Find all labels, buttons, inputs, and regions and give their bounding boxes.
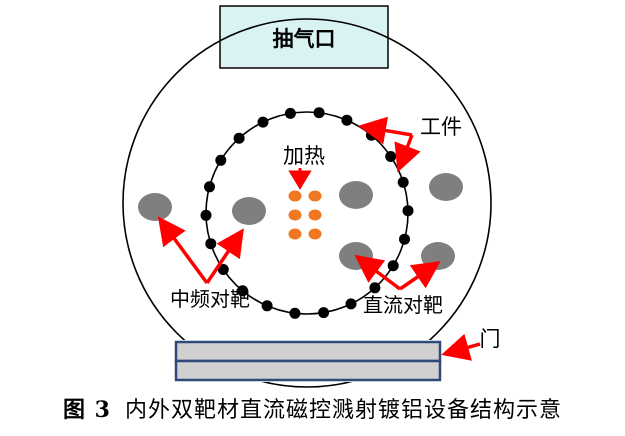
workpiece-dot bbox=[341, 114, 353, 126]
dc-target-outer-lower bbox=[421, 242, 455, 270]
workpiece-dot bbox=[397, 176, 409, 188]
heater-array bbox=[288, 190, 322, 240]
exhaust-port-label: 抽气口 bbox=[273, 27, 336, 51]
workpiece-dot bbox=[233, 132, 245, 144]
dc-arrow-inner bbox=[354, 254, 402, 291]
workpiece-dot bbox=[257, 116, 269, 128]
mf-target-inner bbox=[232, 197, 266, 225]
heating-arrow bbox=[288, 168, 312, 190]
figure-caption-text: 内外双靶材直流磁控溅射镀铝设备结构示意 bbox=[124, 398, 562, 423]
door-arrow bbox=[441, 333, 481, 361]
workpiece-dot bbox=[385, 151, 397, 162]
door-label: 门 bbox=[480, 327, 501, 351]
workpiece-arrow-ring-right bbox=[394, 134, 421, 173]
mf-arrow-outer bbox=[157, 216, 209, 285]
workpiece-label: 工件 bbox=[420, 115, 462, 139]
mf-target-label: 中频对靶 bbox=[170, 287, 250, 311]
workpiece-dot bbox=[289, 307, 301, 319]
workpiece-dot bbox=[399, 233, 410, 245]
dc-target-outer-upper bbox=[429, 173, 463, 201]
workpiece-dot bbox=[261, 300, 273, 312]
workpiece-dot bbox=[284, 107, 296, 119]
workpiece-dot bbox=[204, 181, 215, 193]
dc-target-upper bbox=[339, 181, 373, 209]
workpiece-dot bbox=[217, 264, 229, 275]
workpiece-dot bbox=[369, 282, 381, 294]
workpiece-arrow-ring-top bbox=[358, 116, 413, 145]
dc-target-label: 直流对靶 bbox=[363, 293, 443, 317]
workpiece-dot bbox=[200, 209, 212, 221]
heating-label: 加热 bbox=[283, 144, 325, 168]
workpiece-dot bbox=[237, 285, 249, 297]
exhaust-port-box bbox=[219, 5, 389, 69]
workpiece-dot bbox=[387, 260, 399, 272]
door-bottom-plate bbox=[174, 359, 442, 382]
workpiece-dot bbox=[365, 129, 377, 141]
figure-caption: 图 3 内外双靶材直流磁控溅射镀铝设备结构示意 bbox=[0, 392, 625, 424]
workpiece-dot bbox=[345, 298, 357, 310]
workpiece-dot bbox=[313, 107, 325, 119]
workpiece-dot bbox=[318, 307, 330, 319]
workpiece-dot bbox=[215, 154, 227, 166]
figure-number: 图 3 bbox=[63, 397, 111, 423]
workpiece-dot bbox=[402, 205, 414, 217]
door-top-plate bbox=[174, 340, 442, 363]
vacuum-chamber bbox=[122, 18, 492, 388]
mf-target-outer bbox=[138, 193, 172, 221]
mf-arrow-inner bbox=[205, 228, 244, 284]
workpiece-dot bbox=[205, 238, 217, 250]
dc-arrow-outer bbox=[399, 261, 441, 291]
